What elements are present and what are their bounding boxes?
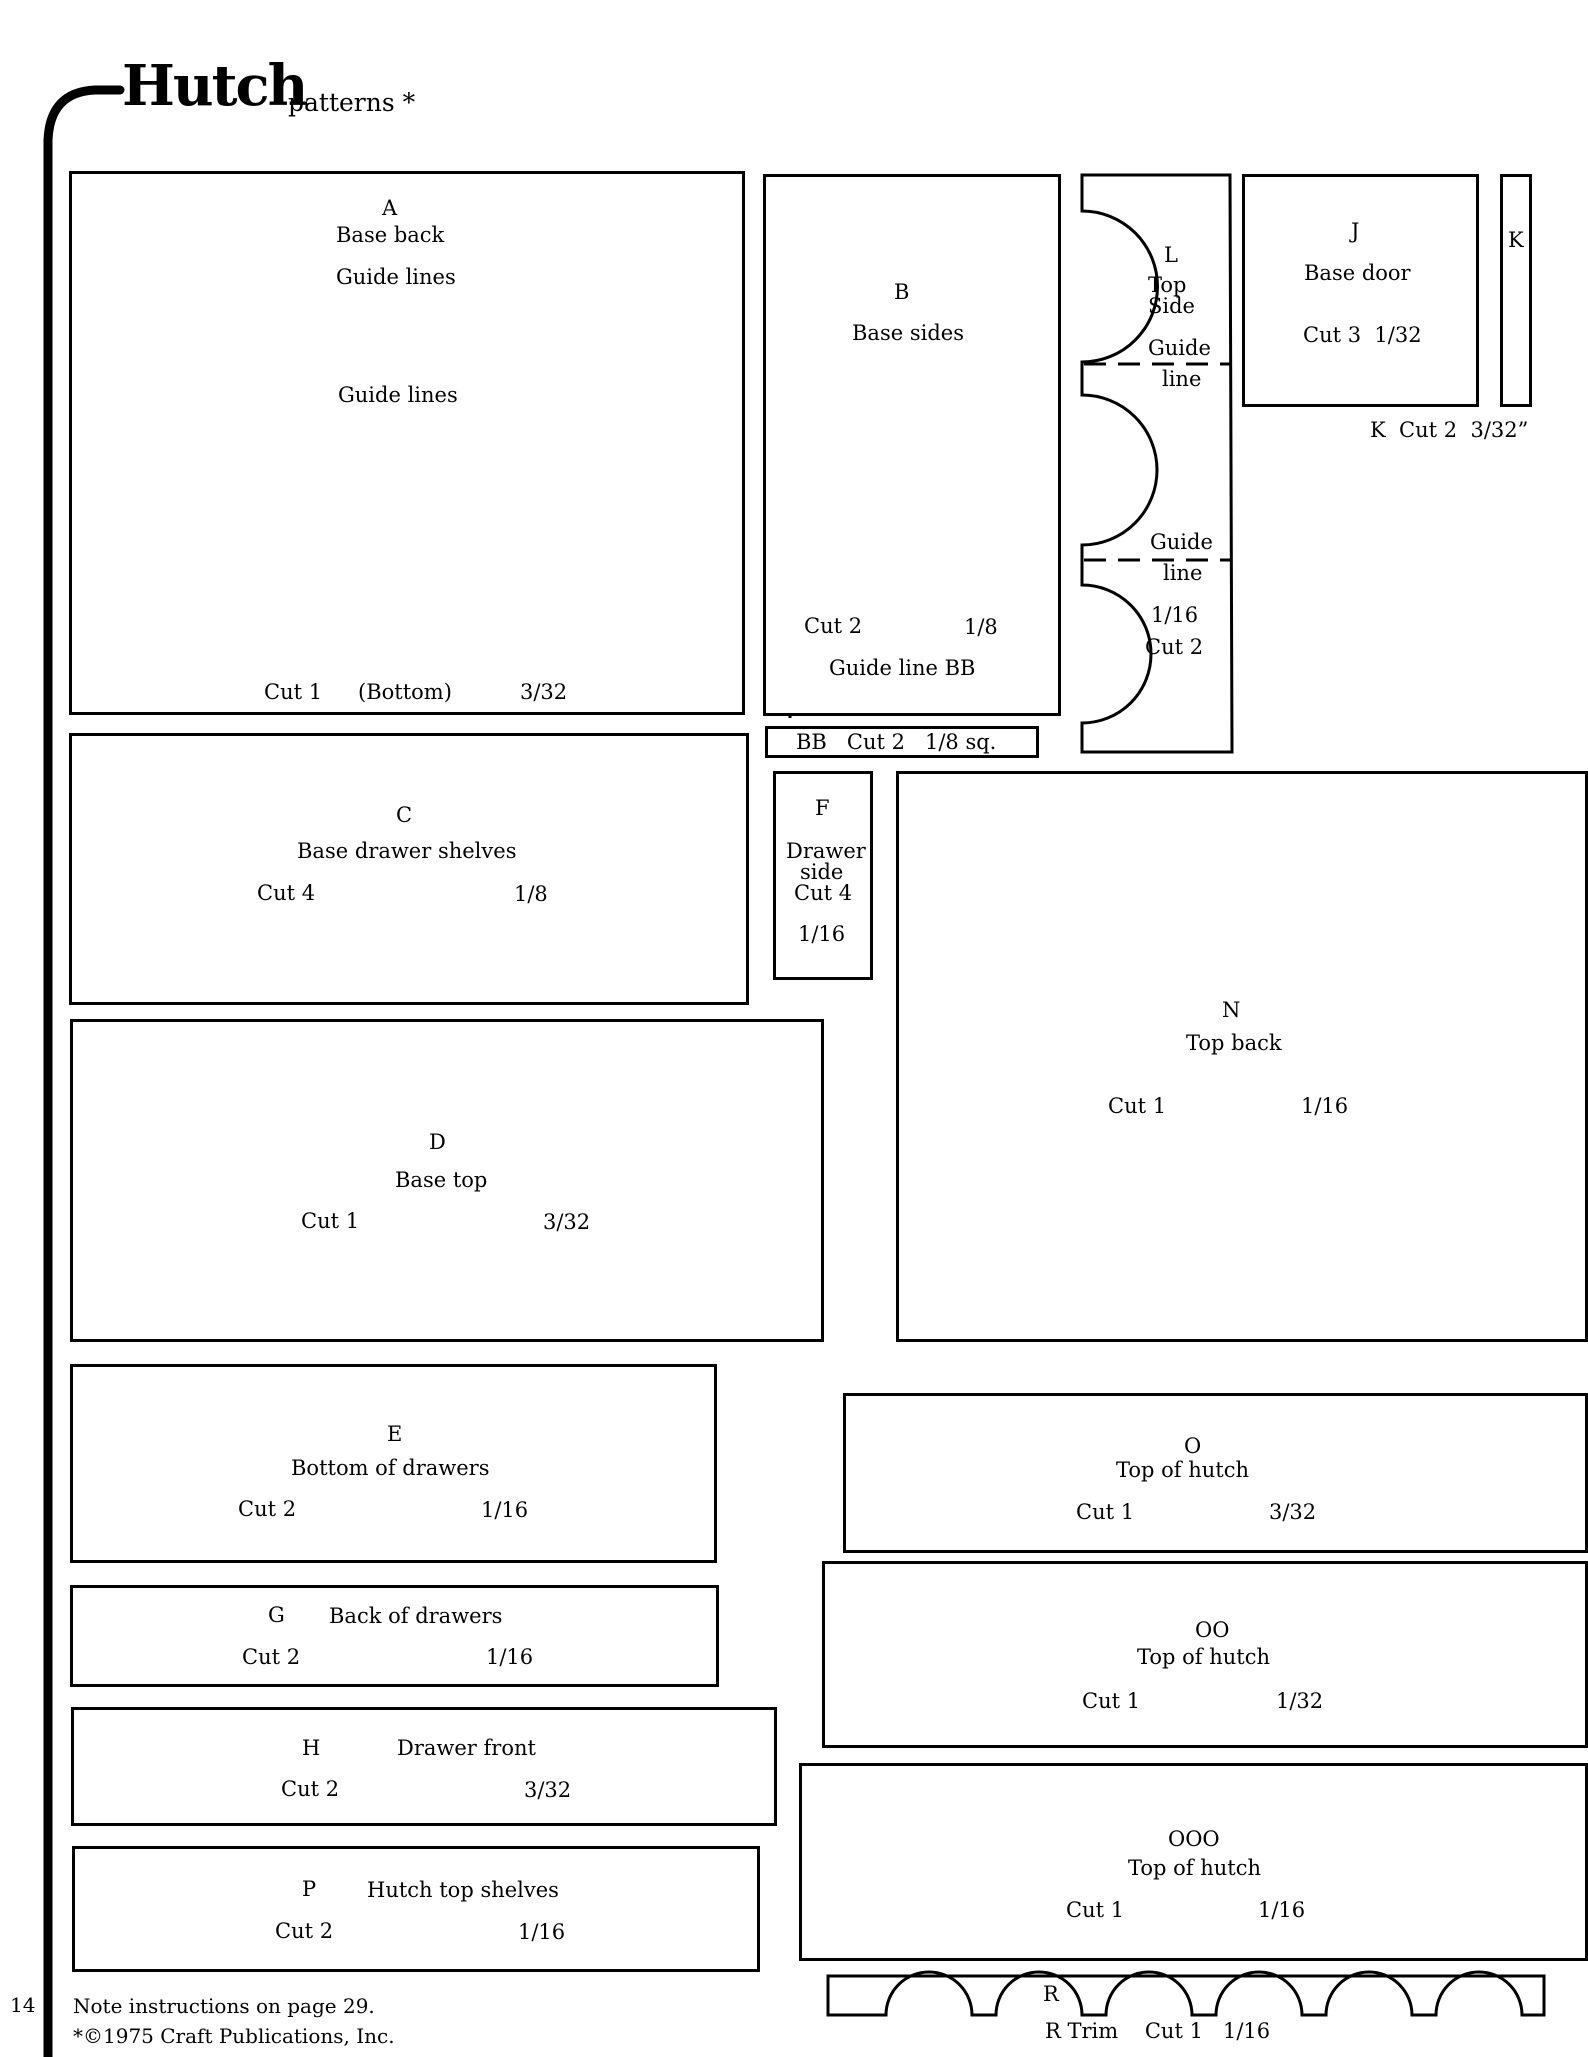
piece-E-thick: 1/16 bbox=[481, 1498, 529, 1522]
piece-H-name: Drawer front bbox=[397, 1736, 536, 1760]
piece-K-letter: K bbox=[1508, 228, 1524, 252]
piece-A-guide-1: Guide lines bbox=[336, 265, 456, 289]
piece-L-guide-b1: Guide bbox=[1150, 530, 1213, 554]
piece-L-guide-b2: line bbox=[1163, 561, 1203, 585]
piece-OOO bbox=[799, 1763, 1588, 1961]
page-title: Hutch bbox=[122, 53, 308, 119]
piece-L-cut: Cut 2 bbox=[1145, 635, 1204, 659]
piece-A-name: Base back bbox=[336, 223, 445, 247]
piece-OO bbox=[822, 1561, 1588, 1748]
piece-K-note: K Cut 2 3/32” bbox=[1370, 418, 1529, 442]
piece-C-letter: C bbox=[396, 803, 413, 827]
piece-A-cut: Cut 1 bbox=[264, 680, 323, 704]
piece-F-letter: F bbox=[815, 796, 830, 820]
piece-G-name: Back of drawers bbox=[329, 1604, 503, 1628]
piece-C bbox=[69, 733, 749, 1005]
piece-N-name: Top back bbox=[1186, 1031, 1282, 1055]
piece-D-name: Base top bbox=[395, 1168, 488, 1192]
piece-F-cut: Cut 4 bbox=[794, 881, 853, 905]
piece-P bbox=[72, 1846, 760, 1972]
piece-F bbox=[773, 771, 873, 980]
piece-K bbox=[1500, 174, 1532, 407]
piece-A-thick: 3/32 bbox=[520, 680, 568, 704]
piece-L-outline bbox=[1080, 173, 1234, 754]
piece-G-letter: G bbox=[268, 1603, 285, 1627]
piece-R-note: R Trim Cut 1 1/16 bbox=[1045, 2019, 1271, 2043]
piece-L-letter: L bbox=[1164, 243, 1178, 267]
piece-O-thick: 3/32 bbox=[1269, 1500, 1317, 1524]
piece-N-cut: Cut 1 bbox=[1108, 1094, 1167, 1118]
piece-D-thick: 3/32 bbox=[543, 1210, 591, 1234]
piece-J-cut: Cut 3 1/32 bbox=[1303, 323, 1422, 347]
piece-J bbox=[1242, 174, 1479, 407]
page-subtitle: patterns * bbox=[288, 88, 416, 117]
piece-G-cut: Cut 2 bbox=[242, 1645, 301, 1669]
piece-D bbox=[70, 1019, 824, 1342]
piece-OO-thick: 1/32 bbox=[1276, 1689, 1324, 1713]
piece-L-thick: 1/16 bbox=[1151, 603, 1199, 627]
piece-F-thick: 1/16 bbox=[798, 922, 846, 946]
piece-B-name: Base sides bbox=[852, 321, 964, 345]
piece-OO-name: Top of hutch bbox=[1137, 1645, 1271, 1669]
piece-OOO-thick: 1/16 bbox=[1258, 1898, 1306, 1922]
piece-O-cut: Cut 1 bbox=[1076, 1500, 1135, 1524]
piece-C-name: Base drawer shelves bbox=[297, 839, 517, 863]
piece-P-thick: 1/16 bbox=[518, 1920, 566, 1944]
piece-N bbox=[896, 771, 1588, 1342]
piece-E bbox=[70, 1364, 717, 1563]
piece-J-letter: J bbox=[1351, 219, 1360, 243]
piece-H-cut: Cut 2 bbox=[281, 1777, 340, 1801]
piece-L-name-1: Top bbox=[1148, 273, 1187, 297]
piece-A bbox=[69, 171, 745, 715]
footer-copyright: *©1975 Craft Publications, Inc. bbox=[73, 2024, 395, 2048]
piece-E-cut: Cut 2 bbox=[238, 1497, 297, 1521]
piece-N-letter: N bbox=[1222, 998, 1241, 1022]
piece-BB-label: BB Cut 2 1/8 sq. bbox=[796, 730, 997, 754]
piece-OO-cut: Cut 1 bbox=[1082, 1689, 1141, 1713]
piece-P-cut: Cut 2 bbox=[275, 1919, 334, 1943]
piece-F-name-1: Drawer bbox=[786, 839, 866, 863]
piece-OO-letter: OO bbox=[1195, 1618, 1230, 1642]
piece-G bbox=[70, 1585, 719, 1687]
piece-R-outline bbox=[826, 1970, 1546, 2017]
piece-H bbox=[71, 1707, 777, 1826]
piece-P-name: Hutch top shelves bbox=[367, 1878, 559, 1902]
piece-B-guide: Guide line BB bbox=[829, 656, 976, 680]
page-number: 14 bbox=[10, 1993, 36, 2017]
piece-J-name: Base door bbox=[1304, 261, 1411, 285]
piece-O bbox=[843, 1393, 1588, 1553]
piece-OOO-name: Top of hutch bbox=[1128, 1856, 1262, 1880]
piece-C-cut: Cut 4 bbox=[257, 881, 316, 905]
piece-B-cut: Cut 2 bbox=[804, 614, 863, 638]
piece-B-letter: B bbox=[894, 280, 910, 304]
piece-P-letter: P bbox=[302, 1877, 317, 1901]
piece-R-letter: R bbox=[1043, 1982, 1059, 2006]
piece-OOO-cut: Cut 1 bbox=[1066, 1898, 1125, 1922]
piece-O-letter: O bbox=[1184, 1434, 1202, 1458]
piece-H-letter: H bbox=[302, 1736, 321, 1760]
piece-A-letter: A bbox=[382, 196, 398, 220]
piece-L-name-2: Side bbox=[1148, 294, 1195, 318]
footer-note: Note instructions on page 29. bbox=[73, 1994, 375, 2018]
piece-N-thick: 1/16 bbox=[1301, 1094, 1349, 1118]
piece-E-letter: E bbox=[387, 1422, 403, 1446]
piece-L-guide-a2: line bbox=[1162, 367, 1202, 391]
piece-B-thick: 1/8 bbox=[964, 615, 998, 639]
piece-O-name: Top of hutch bbox=[1116, 1458, 1250, 1482]
piece-C-thick: 1/8 bbox=[514, 882, 548, 906]
piece-F-name-2: side bbox=[800, 860, 844, 884]
page-bracket bbox=[43, 85, 125, 2057]
piece-H-thick: 3/32 bbox=[524, 1778, 572, 1802]
piece-BB bbox=[765, 726, 1039, 758]
piece-A-guide-2: Guide lines bbox=[338, 383, 458, 407]
piece-L-guide-a1: Guide bbox=[1148, 336, 1211, 360]
piece-D-letter: D bbox=[429, 1130, 446, 1154]
piece-G-thick: 1/16 bbox=[486, 1645, 534, 1669]
piece-OOO-letter: OOO bbox=[1168, 1827, 1220, 1851]
piece-A-note: (Bottom) bbox=[358, 680, 452, 704]
piece-B bbox=[763, 174, 1061, 716]
piece-E-name: Bottom of drawers bbox=[291, 1456, 490, 1480]
piece-D-cut: Cut 1 bbox=[301, 1209, 360, 1233]
